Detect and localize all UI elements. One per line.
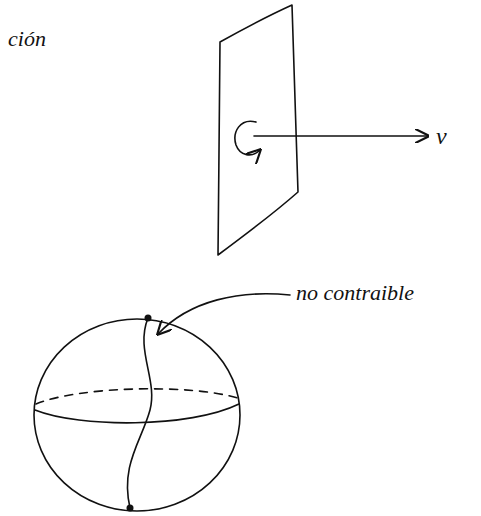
equator-front (35, 404, 239, 423)
pole-dot (127, 505, 134, 512)
vector-name: v (436, 124, 447, 148)
rotation-arrow (235, 121, 260, 155)
leader-arrow (158, 294, 290, 334)
loop-curve (127, 318, 151, 508)
sphere (34, 319, 240, 511)
note-text: no contraible (296, 282, 414, 304)
equator-back (36, 389, 238, 404)
plane (218, 5, 298, 255)
cut-word: ción (8, 28, 46, 50)
pole-dot (145, 315, 152, 322)
velocity-arrow (254, 135, 428, 137)
